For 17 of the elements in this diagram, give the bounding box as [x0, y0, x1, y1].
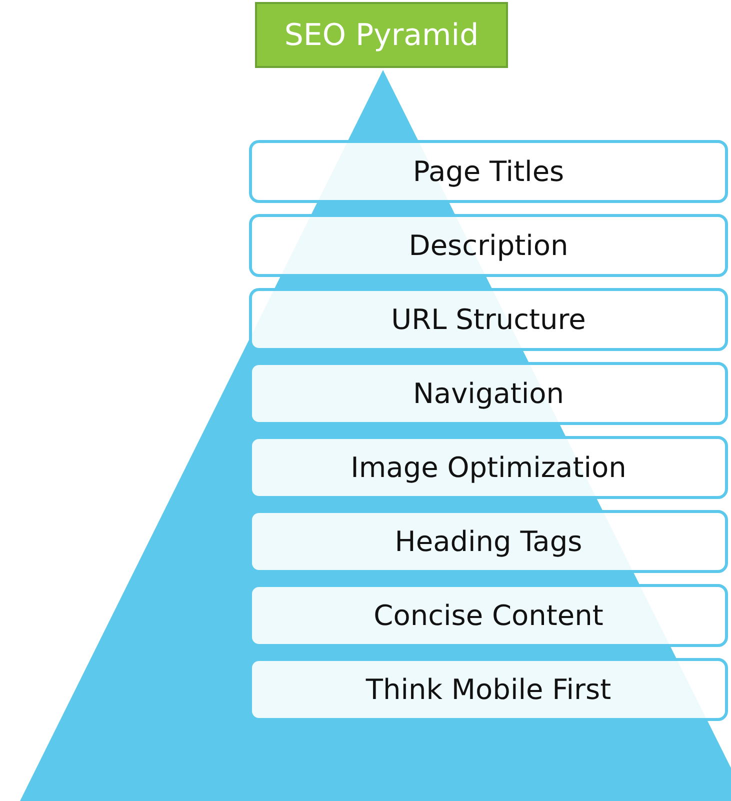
pyramid-level-box [249, 510, 728, 573]
level-label: Concise Content [374, 599, 604, 632]
pyramid-level-box [249, 658, 728, 721]
pyramid-level-box [249, 214, 728, 277]
pyramid-level-box [249, 288, 728, 351]
pyramid-level-box [249, 362, 728, 425]
level-label: Think Mobile First [366, 673, 612, 706]
pyramid-level-box [249, 436, 728, 499]
pyramid-level-box [249, 584, 728, 647]
level-label: Image Optimization [350, 451, 626, 484]
level-label: URL Structure [391, 303, 586, 336]
pyramid-level-box [249, 140, 728, 203]
title-box: SEO Pyramid [255, 2, 508, 68]
level-label: Heading Tags [394, 525, 582, 558]
level-label: Description [408, 229, 568, 262]
level-label: Navigation [412, 377, 564, 410]
level-label: Page Titles [412, 155, 564, 188]
